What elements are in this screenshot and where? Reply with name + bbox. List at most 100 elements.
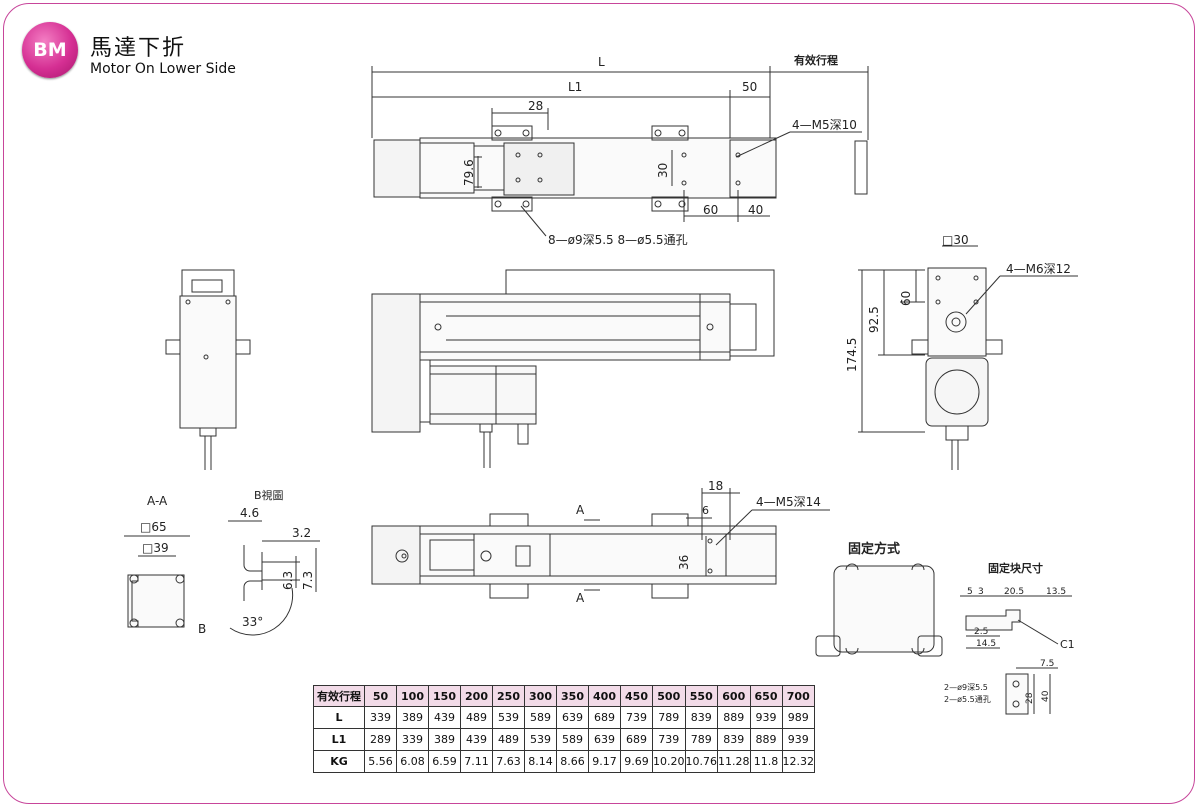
dim-2-5: 2.5 <box>974 627 988 637</box>
value-cell: 539 <box>492 706 525 729</box>
bm-logo: BM <box>22 22 78 78</box>
value-cell: 839 <box>717 728 751 751</box>
dim-c1: C1 <box>1060 638 1075 651</box>
note-hole-9: 2—ø9深5.5 <box>944 683 988 692</box>
spec-row-L: L 339 389 439 489 539 589 639 689 739 78… <box>313 706 815 729</box>
value-cell: 589 <box>524 706 557 729</box>
section-aa: A-A □65 □39 B <box>124 494 206 636</box>
row-label: L1 <box>313 728 365 751</box>
row-label: L <box>313 706 365 729</box>
note-m5-14: 4—M5深14 <box>756 495 821 509</box>
dim-18: 18 <box>708 479 723 493</box>
mounting-view: 固定方式 固定块尺寸 5 3 20.5 13.5 2.5 14.5 C1 7.5… <box>815 541 1075 715</box>
bottom-view: 36 18 6 4—M5深14 A A <box>371 479 830 605</box>
page-frame <box>3 3 1195 804</box>
value-cell: 439 <box>428 706 461 729</box>
title-chinese: 馬達下折 <box>90 36 187 61</box>
dim-36: 36 <box>677 555 691 570</box>
value-cell: 889 <box>717 706 751 729</box>
b-view: B視圖 4.6 3.2 6.3 7.3 33° <box>228 488 320 636</box>
value-cell: 6.59 <box>428 750 461 773</box>
stroke-cell: 500 <box>652 685 686 707</box>
value-cell: 11.8 <box>749 750 783 773</box>
dim-92-5: 92.5 <box>867 306 881 333</box>
value-cell: 10.20 <box>652 750 686 773</box>
value-cell: 839 <box>684 706 718 729</box>
note-hole-5-5: 2—ø5.5通孔 <box>944 694 991 704</box>
dim-L1: L1 <box>568 80 582 94</box>
value-cell: 339 <box>396 728 429 751</box>
stroke-cell: 50 <box>364 685 397 707</box>
dim-sq30-right: □30 <box>942 233 969 247</box>
dim-28: 28 <box>528 99 543 113</box>
value-cell: 9.69 <box>620 750 653 773</box>
label-aa: A-A <box>147 494 168 508</box>
value-cell: 7.63 <box>492 750 525 773</box>
value-cell: 739 <box>620 706 653 729</box>
row-label: KG <box>313 750 365 773</box>
value-cell: 939 <box>749 706 783 729</box>
dim-6: 6 <box>702 504 709 517</box>
spec-header-row: 有效行程 50 100 150 200 250 300 350 400 450 … <box>313 685 815 707</box>
value-cell: 5.56 <box>364 750 397 773</box>
dim-28-block: 28 <box>1025 692 1035 704</box>
dim-7-3: 7.3 <box>301 571 315 590</box>
value-cell: 389 <box>428 728 461 751</box>
value-cell: 489 <box>460 706 493 729</box>
note-m5-10: 4—M5深10 <box>792 118 857 132</box>
note-holes: 8—ø9深5.5 8—ø5.5通孔 <box>548 233 688 247</box>
value-cell: 289 <box>364 728 397 751</box>
dim-3-2: 3.2 <box>292 526 311 540</box>
dim-sq39: □39 <box>142 541 169 555</box>
dim-30-top: 30 <box>656 163 670 178</box>
side-view <box>371 269 775 468</box>
stroke-cell: 250 <box>492 685 525 707</box>
value-cell: 339 <box>364 706 397 729</box>
stroke-cell: 700 <box>781 685 815 707</box>
dim-40-block: 40 <box>1041 690 1051 702</box>
dim-40-top: 40 <box>748 203 763 217</box>
value-cell: 789 <box>684 728 718 751</box>
value-cell: 539 <box>524 728 557 751</box>
value-cell: 989 <box>781 706 815 729</box>
stroke-cell: 400 <box>588 685 621 707</box>
top-view: L L1 有效行程 50 28 79.6 30 60 40 <box>371 53 869 247</box>
value-cell: 8.66 <box>556 750 589 773</box>
value-cell: 639 <box>588 728 621 751</box>
right-view: □30 4—M6深12 92.5 60 174.5 <box>845 233 1078 470</box>
note-m6-12: 4—M6深12 <box>1006 262 1071 276</box>
stroke-cell: 650 <box>749 685 783 707</box>
dim-79-6: 79.6 <box>462 159 476 186</box>
label-block-size: 固定块尺寸 <box>988 561 1043 575</box>
spec-row-KG: KG 5.56 6.08 6.59 7.11 7.63 8.14 8.66 9.… <box>313 750 815 773</box>
title-english: Motor On Lower Side <box>90 61 236 77</box>
label-mounting: 固定方式 <box>848 541 900 557</box>
value-cell: 489 <box>492 728 525 751</box>
end-view <box>165 269 251 470</box>
label-b: B <box>198 622 206 636</box>
value-cell: 8.14 <box>524 750 557 773</box>
label-a-bottom: A <box>576 591 585 605</box>
dim-33-deg: 33° <box>242 615 263 629</box>
dim-6-3: 6.3 <box>281 571 295 590</box>
dim-50: 50 <box>742 80 757 94</box>
spec-table: 有效行程 50 100 150 200 250 300 350 400 450 … <box>313 685 815 773</box>
spec-header-label: 有效行程 <box>313 685 365 707</box>
dim-14-5: 14.5 <box>976 639 996 649</box>
value-cell: 7.11 <box>460 750 493 773</box>
dim-4-6: 4.6 <box>240 506 259 520</box>
value-cell: 12.32 <box>781 750 815 773</box>
stroke-cell: 300 <box>524 685 557 707</box>
dim-5: 5 <box>967 587 973 597</box>
value-cell: 439 <box>460 728 493 751</box>
value-cell: 789 <box>652 706 686 729</box>
dim-60-top: 60 <box>703 203 718 217</box>
dim-7-5: 7.5 <box>1040 659 1054 669</box>
stroke-cell: 150 <box>428 685 461 707</box>
value-cell: 10.76 <box>684 750 718 773</box>
value-cell: 389 <box>396 706 429 729</box>
value-cell: 6.08 <box>396 750 429 773</box>
value-cell: 639 <box>556 706 589 729</box>
value-cell: 11.28 <box>717 750 751 773</box>
